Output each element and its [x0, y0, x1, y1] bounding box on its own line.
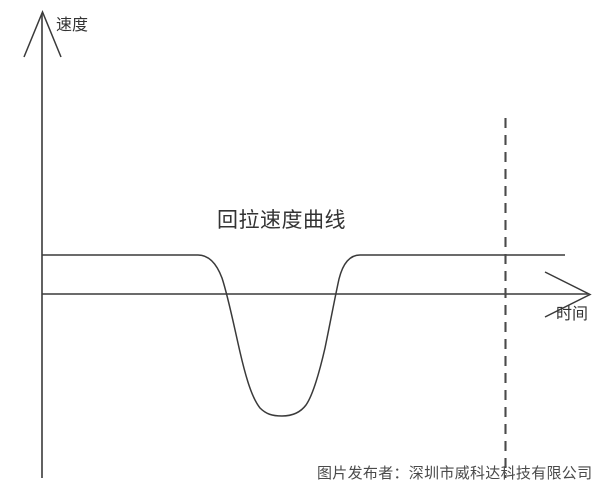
- x-axis-label: 时间: [556, 304, 589, 323]
- y-axis-label: 速度: [56, 15, 89, 34]
- chart-title: 回拉速度曲线: [217, 208, 346, 232]
- x-axis-arrow-icon: [544, 271, 592, 318]
- retraction-speed-curve: [42, 254, 565, 417]
- y-axis-arrow-icon: [23, 10, 62, 58]
- publisher-credit: 图片发布者：深圳市威科达科技有限公司: [317, 464, 593, 482]
